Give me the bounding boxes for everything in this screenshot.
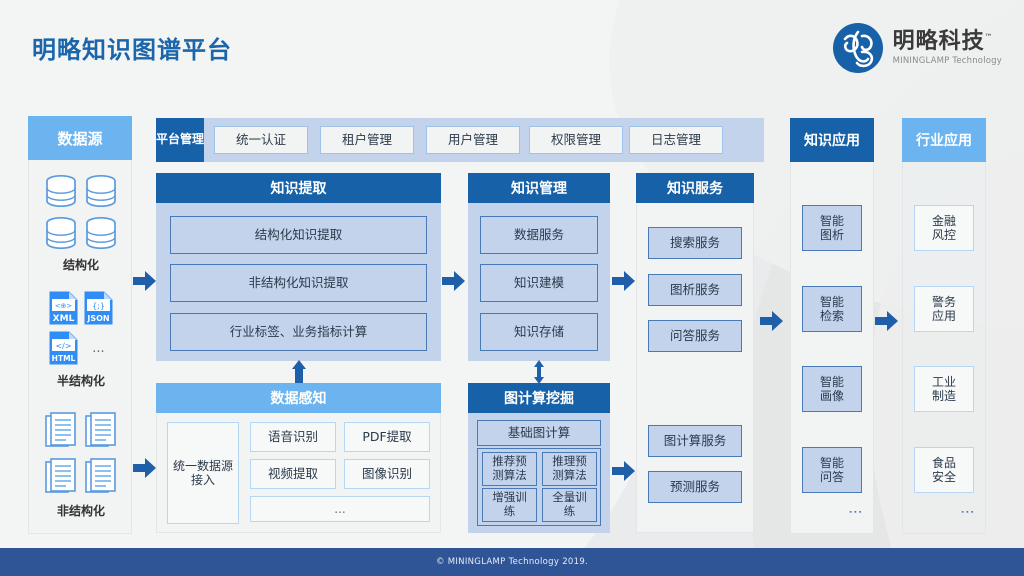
svg-text:<⊕>: <⊕> [55,302,73,310]
svg-text:HTML: HTML [52,354,76,363]
data-source-group-semistructured: <⊕> XML {;} JSON [29,290,133,389]
ks-item-graph-analysis-service[interactable]: 图析服务 [648,274,742,306]
dp-cell-pdf-extraction[interactable]: PDF提取 [344,422,430,452]
km-item-knowledge-modeling[interactable]: 知识建模 [480,264,598,302]
gc-cell-recommendation-prediction[interactable]: 推荐预测算法 [482,452,537,486]
ia-item-police-application[interactable]: 警务应用 [914,286,974,332]
dp-cell-speech-recognition[interactable]: 语音识别 [250,422,336,452]
dp-unified-datasource-access[interactable]: 统一数据源接入 [167,422,239,524]
html-file-icon: </> HTML [48,330,79,366]
pm-item-log-management[interactable]: 日志管理 [629,126,723,154]
ia-item-financial-risk-control[interactable]: 金融风控 [914,205,974,251]
ka-ellipsis: ⋮ [847,505,863,519]
data-source-column: 数据源 结构化 [28,116,132,534]
km-item-data-service[interactable]: 数据服务 [480,216,598,254]
dp-cell-ellipsis: ... [250,496,430,522]
page-header: 明略知识图谱平台 明略科技™ MININGLAMP Technology [0,0,1024,100]
ks-item-search-service[interactable]: 搜索服务 [648,227,742,259]
ka-item-intelligent-qa[interactable]: 智能问答 [802,447,862,493]
svg-text:JSON: JSON [86,314,109,323]
pm-item-tenant-management[interactable]: 租户管理 [320,126,414,154]
data-source-header: 数据源 [28,116,132,160]
brand-logo: 明略科技™ MININGLAMP Technology [832,22,1002,74]
database-cylinder-icon [44,174,78,210]
ks-item-qa-service[interactable]: 问答服务 [648,320,742,352]
arrow-datasource-to-extraction [132,268,158,298]
knowledge-management-header: 知识管理 [468,173,610,203]
json-file-icon: {;} JSON [83,290,114,326]
arrow-management-to-graph [532,359,546,389]
ia-item-food-safety[interactable]: 食品安全 [914,447,974,493]
ke-item-structured-extraction[interactable]: 结构化知识提取 [170,216,427,254]
database-icon-group [35,174,127,252]
document-stack-icon [85,412,117,450]
arrow-datasource-to-perception [132,455,158,485]
logo-english-name: MININGLAMP Technology [892,55,1002,66]
copyright-text: © MININGLAMP Technology 2019. [435,557,589,567]
arrow-service-to-application [759,308,785,338]
svg-text:XML: XML [53,314,75,324]
data-source-label-structured: 结构化 [62,258,99,272]
arrow-graph-to-service [611,458,637,488]
xml-file-icon: <⊕> XML [48,290,79,326]
data-source-group-structured: 结构化 [29,174,133,273]
database-cylinder-icon [84,216,118,252]
svg-text:{;}: {;} [92,302,105,311]
ka-item-intelligent-profiling[interactable]: 智能画像 [802,366,862,412]
arrow-management-to-service [611,268,637,298]
ia-item-industrial-manufacturing[interactable]: 工业制造 [914,366,974,412]
page-title: 明略知识图谱平台 [32,36,232,64]
knowledge-service-header: 知识服务 [636,173,754,203]
ke-item-unstructured-extraction[interactable]: 非结构化知识提取 [170,264,427,302]
ke-item-industry-tag-metrics[interactable]: 行业标签、业务指标计算 [170,313,427,351]
platform-management-tag: 平台管理 [156,118,204,162]
arrow-perception-to-extraction [291,359,307,388]
document-stack-icon [45,458,77,496]
km-item-knowledge-storage[interactable]: 知识存储 [480,313,598,351]
pm-item-unified-auth[interactable]: 统一认证 [214,126,308,154]
page-footer: © MININGLAMP Technology 2019. [0,548,1024,576]
gc-cell-full-training[interactable]: 全量训练 [542,488,597,522]
ka-item-intelligent-graph-analysis[interactable]: 智能图析 [802,205,862,251]
pm-item-user-management[interactable]: 用户管理 [426,126,520,154]
dp-cell-video-extraction[interactable]: 视频提取 [250,459,336,489]
ks-item-prediction-service[interactable]: 预测服务 [648,471,742,503]
data-source-ellipsis-semistructured: ... [92,340,105,356]
data-source-group-unstructured: 非结构化 [29,412,133,519]
data-source-body: 结构化 <⊕> XML [28,160,132,534]
ks-item-graph-computing-service[interactable]: 图计算服务 [648,425,742,457]
industry-application-header: 行业应用 [902,118,986,162]
data-source-label-semistructured: 半结构化 [56,374,105,388]
arrow-extraction-to-management [441,268,467,298]
database-cylinder-icon [84,174,118,210]
document-stack-icon [85,458,117,496]
arrow-application-to-industry [874,308,900,338]
gc-base-graph-computing[interactable]: 基础图计算 [477,420,601,446]
pm-item-permission-management[interactable]: 权限管理 [529,126,623,154]
trademark-symbol: ™ [984,33,994,43]
dp-unified-datasource-access-label: 统一数据源接入 [173,458,234,487]
mininglamp-globe-logo-icon [832,22,884,74]
data-source-label-unstructured: 非结构化 [56,504,105,518]
logo-chinese-name: 明略科技™ [892,29,994,55]
dp-cell-image-recognition[interactable]: 图像识别 [344,459,430,489]
ia-ellipsis: ⋮ [959,505,975,519]
document-stack-icon [45,412,77,450]
database-cylinder-icon [44,216,78,252]
gc-cell-inference-prediction[interactable]: 推理预测算法 [542,452,597,486]
knowledge-extraction-header: 知识提取 [156,173,441,203]
knowledge-application-header: 知识应用 [790,118,874,162]
ka-item-intelligent-search[interactable]: 智能检索 [802,286,862,332]
gc-cell-incremental-training[interactable]: 增强训练 [482,488,537,522]
svg-text:</>: </> [55,342,71,351]
